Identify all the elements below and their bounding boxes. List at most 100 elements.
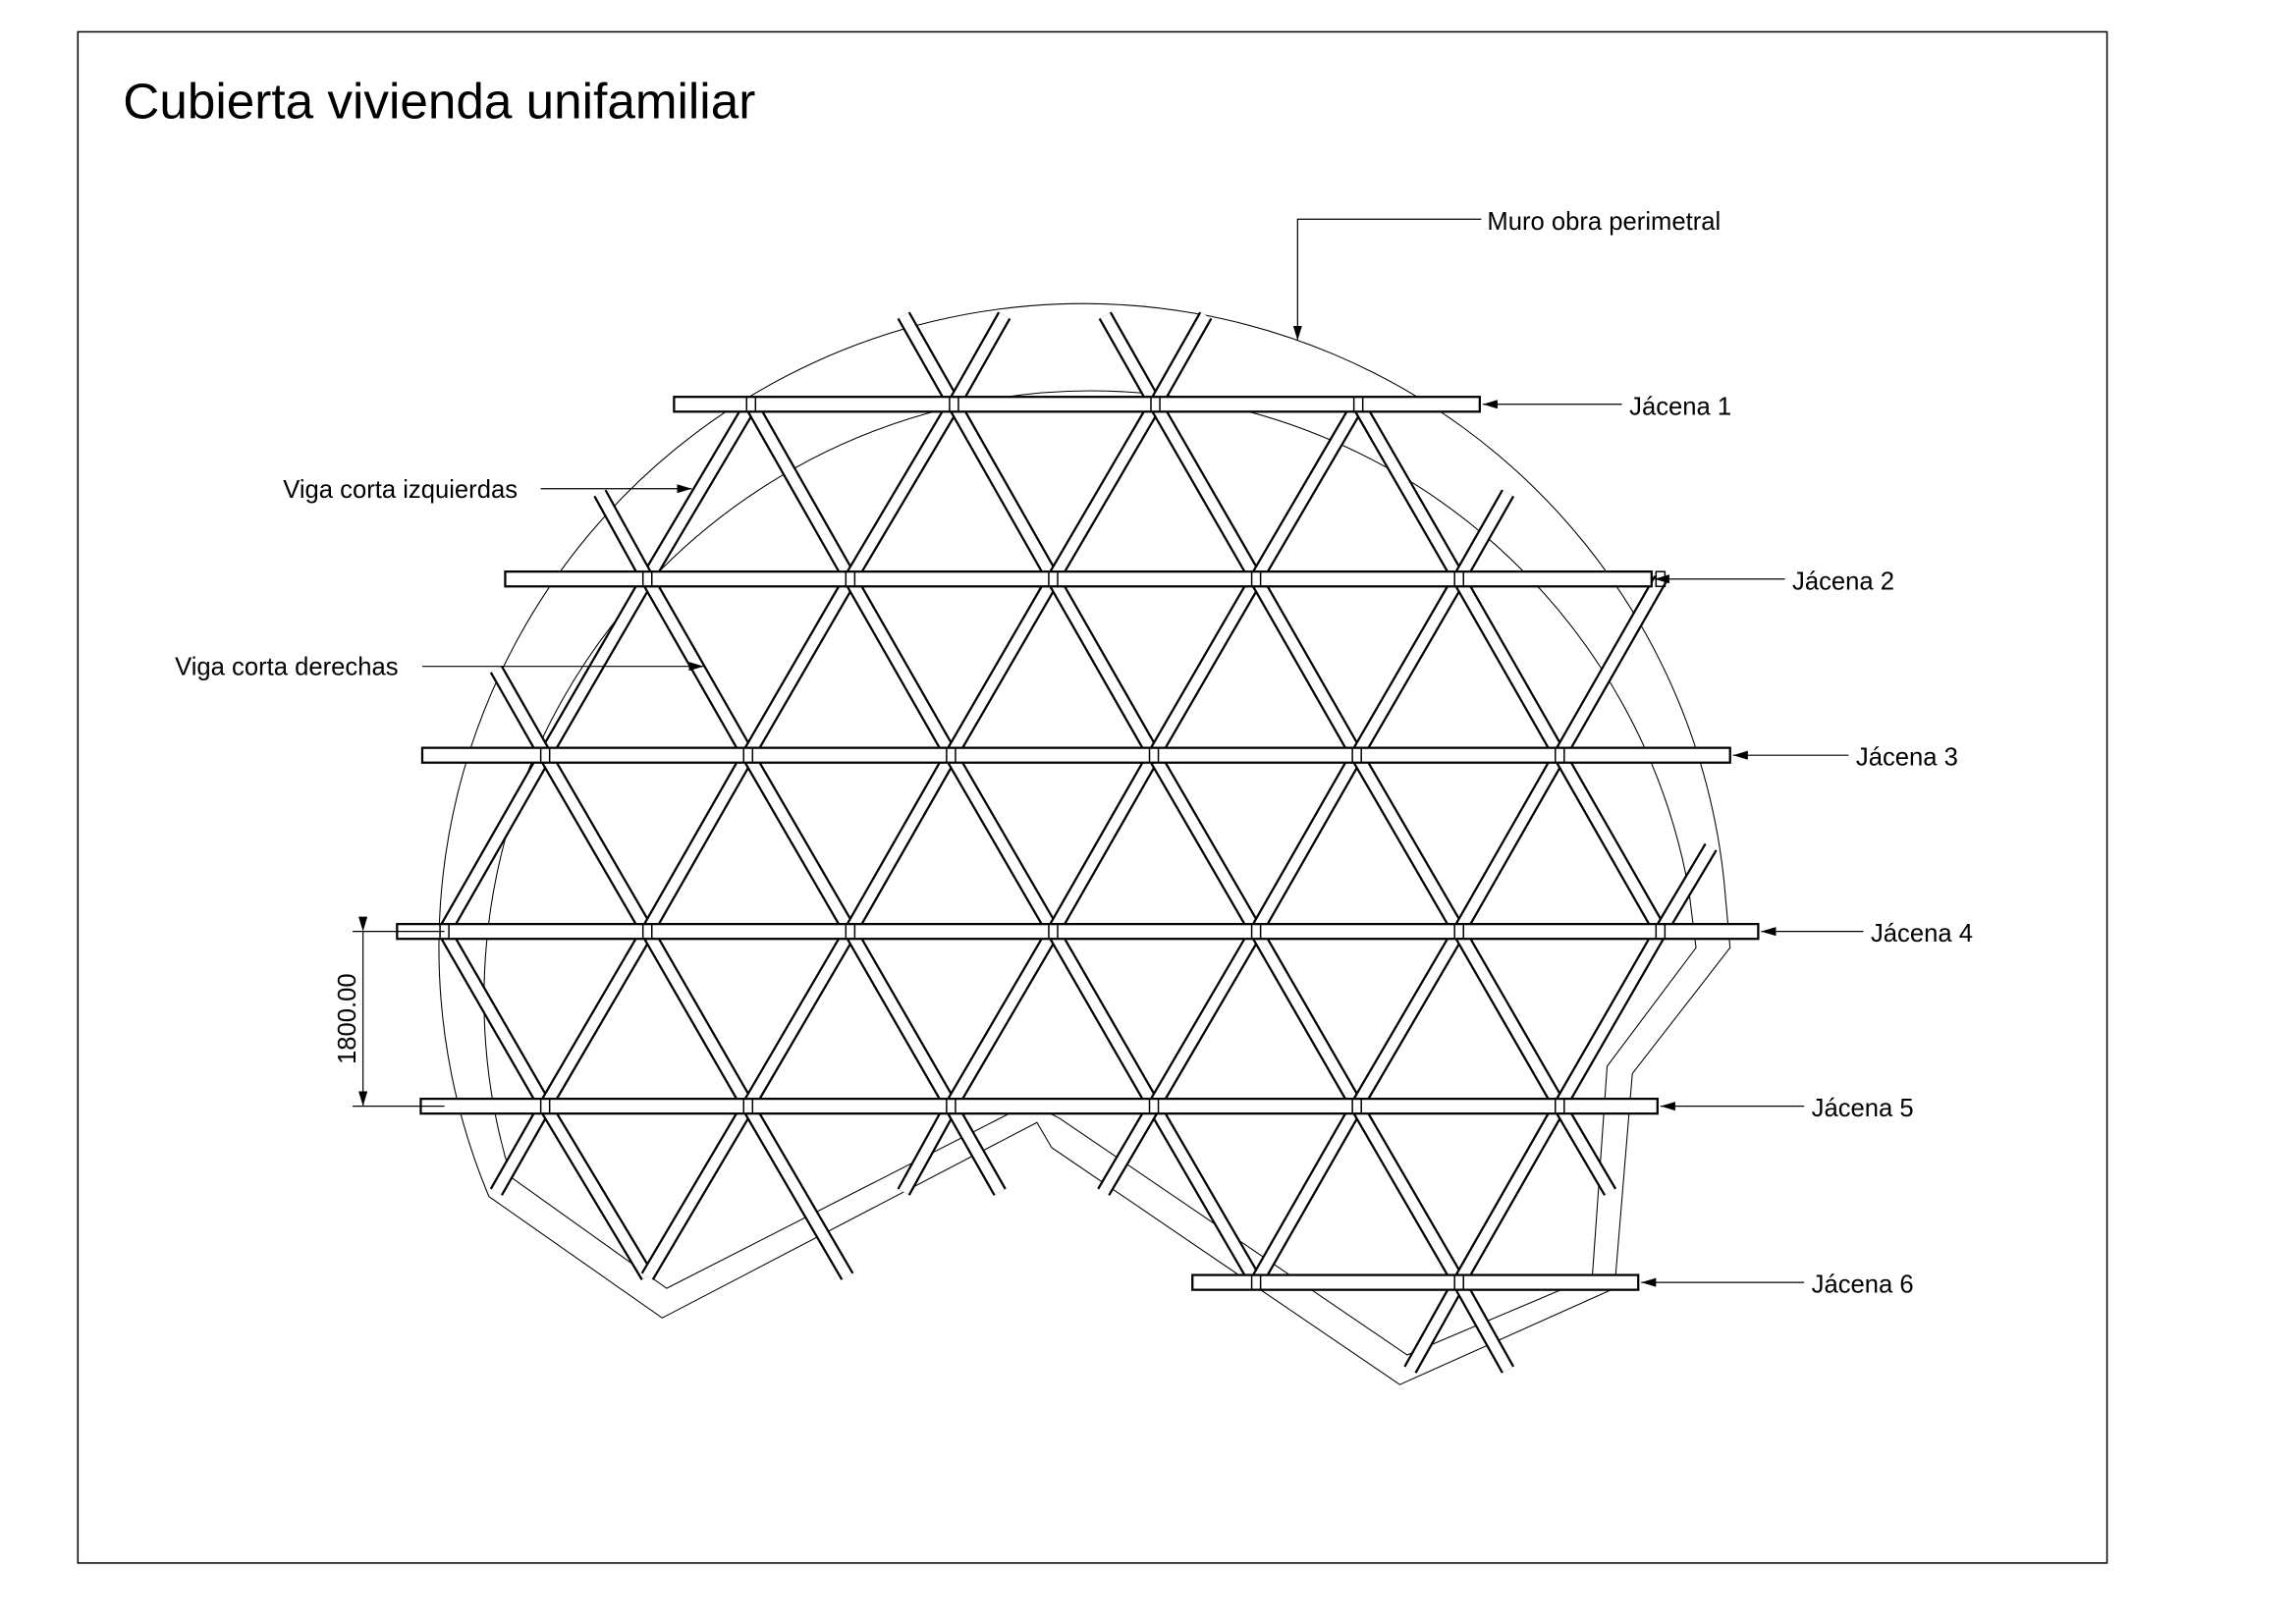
short-beam — [1048, 576, 1159, 758]
short-beam — [642, 752, 753, 935]
short-beam — [946, 1104, 1005, 1195]
girder-label: Jácena 4 — [1871, 920, 1973, 947]
short-beam — [540, 1103, 652, 1279]
right-beam-label: Viga corta derechas — [175, 654, 398, 681]
beam-joint — [1048, 570, 1059, 588]
beam-joint — [1655, 923, 1667, 940]
beam-joint — [1453, 1273, 1465, 1291]
girder-label: Jácena 3 — [1856, 744, 1958, 772]
short-beam — [846, 929, 956, 1109]
short-beam — [946, 576, 1059, 758]
short-beam — [1555, 1103, 1615, 1195]
left-beam-callout: Viga corta izquierdas — [283, 476, 692, 504]
girder-label: Jácena 2 — [1792, 568, 1894, 595]
dimension-value: 1800.00 — [334, 973, 361, 1064]
short-beam — [440, 929, 550, 1109]
beam-joint — [742, 746, 754, 764]
beam-joint — [1555, 746, 1565, 764]
beam-joint — [1148, 746, 1160, 764]
short-beam — [540, 752, 652, 935]
short-beam — [1555, 576, 1666, 758]
short-beam — [1405, 1279, 1464, 1373]
wall-callout: Muro obra perimetral — [1292, 208, 1721, 341]
short-beam — [1149, 576, 1261, 758]
short-beam — [1352, 1103, 1464, 1285]
beam-joint — [1250, 1273, 1262, 1291]
beam-joint — [949, 396, 959, 413]
short-beam — [846, 402, 958, 582]
beam-joint — [1352, 396, 1364, 413]
girder-3 — [420, 746, 1731, 764]
short-beam — [743, 1103, 852, 1279]
short-beam — [1454, 929, 1564, 1109]
short-beam — [1099, 1103, 1159, 1195]
short-beam — [1048, 752, 1159, 935]
wall-label: Muro obra perimetral — [1487, 208, 1721, 236]
beam-joint — [641, 570, 653, 588]
short-beam — [1100, 312, 1161, 407]
beam-joint — [1250, 570, 1262, 588]
short-beam — [1048, 402, 1161, 582]
beam-joint — [946, 1098, 957, 1114]
short-beam — [1555, 752, 1666, 935]
beam-joint — [1150, 396, 1161, 413]
short-beam — [846, 752, 956, 935]
short-beam — [1352, 752, 1464, 935]
perimeter-wall — [438, 302, 1731, 1385]
girders — [396, 396, 1760, 1291]
beam-joint — [1048, 923, 1059, 940]
short-beam — [899, 1104, 957, 1195]
short-beam — [1150, 312, 1211, 407]
short-beam — [642, 576, 753, 758]
short-beam — [1149, 1103, 1261, 1285]
girder-label: Jácena 1 — [1629, 393, 1731, 420]
beam-joint — [1351, 1098, 1362, 1114]
girder-6 — [1191, 1273, 1640, 1291]
short-beam — [746, 402, 855, 582]
short-beams — [438, 311, 1718, 1374]
beam-joint — [745, 396, 757, 413]
beam-joint — [946, 746, 957, 764]
short-beam — [1251, 1104, 1362, 1285]
dimension-1800: 1800.00 — [334, 916, 445, 1108]
short-beam — [1352, 576, 1464, 758]
short-beam — [1353, 402, 1464, 582]
short-beam — [491, 667, 550, 758]
beam-joint — [539, 1098, 551, 1114]
sheet-frame — [77, 30, 2108, 1564]
short-beam — [1454, 576, 1564, 758]
short-beam — [540, 576, 652, 758]
beam-joint — [1148, 1098, 1160, 1114]
girder-2 — [504, 570, 1653, 588]
beam-joint — [742, 1098, 754, 1114]
short-beam — [949, 402, 1059, 582]
beam-joint — [1555, 1098, 1565, 1114]
beam-joint — [539, 746, 551, 764]
girder-5 — [419, 1097, 1659, 1115]
short-beam — [946, 929, 1059, 1109]
short-beam — [1352, 929, 1464, 1109]
short-beam — [1150, 402, 1261, 582]
short-beam — [1454, 490, 1513, 582]
short-beam — [846, 576, 956, 758]
short-beam — [1656, 843, 1716, 935]
short-beam — [1454, 752, 1564, 935]
short-beam — [899, 312, 959, 407]
short-beam — [1454, 1104, 1564, 1285]
short-beam — [440, 752, 550, 935]
short-beam — [743, 752, 855, 935]
beam-joint — [1453, 923, 1465, 940]
right-beam-callout: Viga corta derechas — [175, 654, 704, 681]
short-beam — [1149, 929, 1261, 1109]
drawing-title: Cubierta vivienda unifamiliar — [123, 74, 755, 130]
short-beam — [1048, 929, 1159, 1109]
short-beam — [1555, 929, 1666, 1109]
short-beam — [743, 576, 855, 758]
short-beam — [946, 752, 1059, 935]
beam-joint — [845, 923, 856, 940]
girder-label: Jácena 5 — [1812, 1095, 1914, 1122]
short-beam — [1251, 752, 1362, 935]
short-beam — [743, 929, 855, 1109]
short-beam — [491, 1104, 550, 1195]
